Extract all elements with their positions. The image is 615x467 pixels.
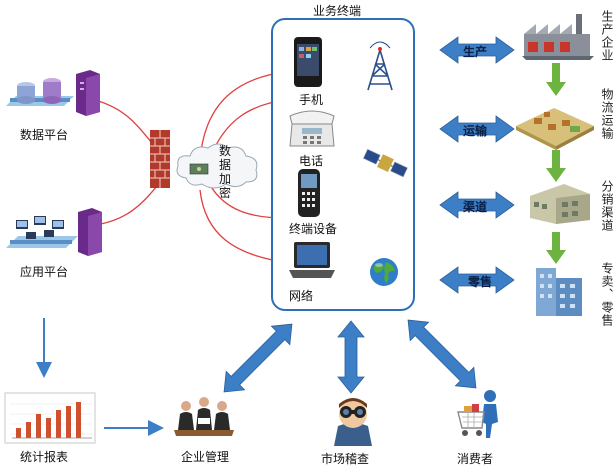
terminal-label-network: 网络 [289, 289, 314, 303]
stage-label-production: 生产企业 [600, 10, 614, 62]
bottom-label-inspection: 市场稽查 [321, 452, 370, 466]
distribution-building-icon [530, 184, 590, 224]
cloud-icon [176, 143, 258, 189]
globe-icon [370, 258, 398, 286]
terminal-label-phone: 电话 [299, 154, 324, 168]
link-to-network [199, 189, 287, 266]
arrow-label-retail: 零售 [468, 275, 493, 289]
business-team-icon[interactable] [168, 392, 240, 442]
app-platform-link [94, 184, 159, 226]
stage-label-distribution: 分销渠道 [600, 180, 614, 232]
bottom-label-stats: 统计报表 [20, 450, 69, 464]
retail-building-icon [536, 268, 582, 316]
satellite-icon [362, 148, 408, 178]
bottom-big-arrows [223, 319, 477, 394]
mobile-phone-icon[interactable] [293, 36, 323, 88]
platform-label-app: 应用平台 [20, 265, 69, 279]
stage-label-logistics: 物流运输 [600, 88, 614, 140]
bottom-label-consumer: 消费者 [457, 452, 494, 466]
laptop-icon[interactable] [287, 240, 337, 280]
bar-chart-report-icon[interactable] [4, 392, 96, 444]
data-server-icon [6, 70, 100, 116]
handheld-scanner-icon[interactable] [296, 168, 322, 218]
antenna-tower-icon [367, 41, 393, 91]
terminal-box-title: 业务终端 [313, 4, 362, 18]
arrow-label-channel: 渠道 [463, 200, 488, 214]
stage-label-retail: 专卖、零售 [600, 262, 614, 327]
application-network-icon [6, 208, 102, 256]
warehouse-icon [516, 108, 594, 150]
inspector-binoculars-icon[interactable] [328, 392, 378, 446]
firewall-icon [150, 130, 170, 188]
link-to-mobile [199, 68, 287, 161]
desk-phone-icon[interactable] [288, 108, 336, 148]
shopping-cart-consumer-icon[interactable] [454, 388, 506, 446]
terminal-label-mobile: 手机 [299, 93, 324, 107]
green-arrows [546, 63, 566, 264]
arrow-label-transport: 运输 [463, 124, 488, 138]
encryption-label: 数据加密 [219, 144, 232, 200]
horizontal-big-arrows [439, 36, 515, 294]
arrow-label-production: 生产 [463, 45, 488, 59]
factory-icon [522, 14, 594, 60]
bottom-label-management: 企业管理 [181, 450, 230, 464]
terminal-label-device: 终端设备 [289, 222, 338, 236]
platform-label-data: 数据平台 [20, 128, 69, 142]
